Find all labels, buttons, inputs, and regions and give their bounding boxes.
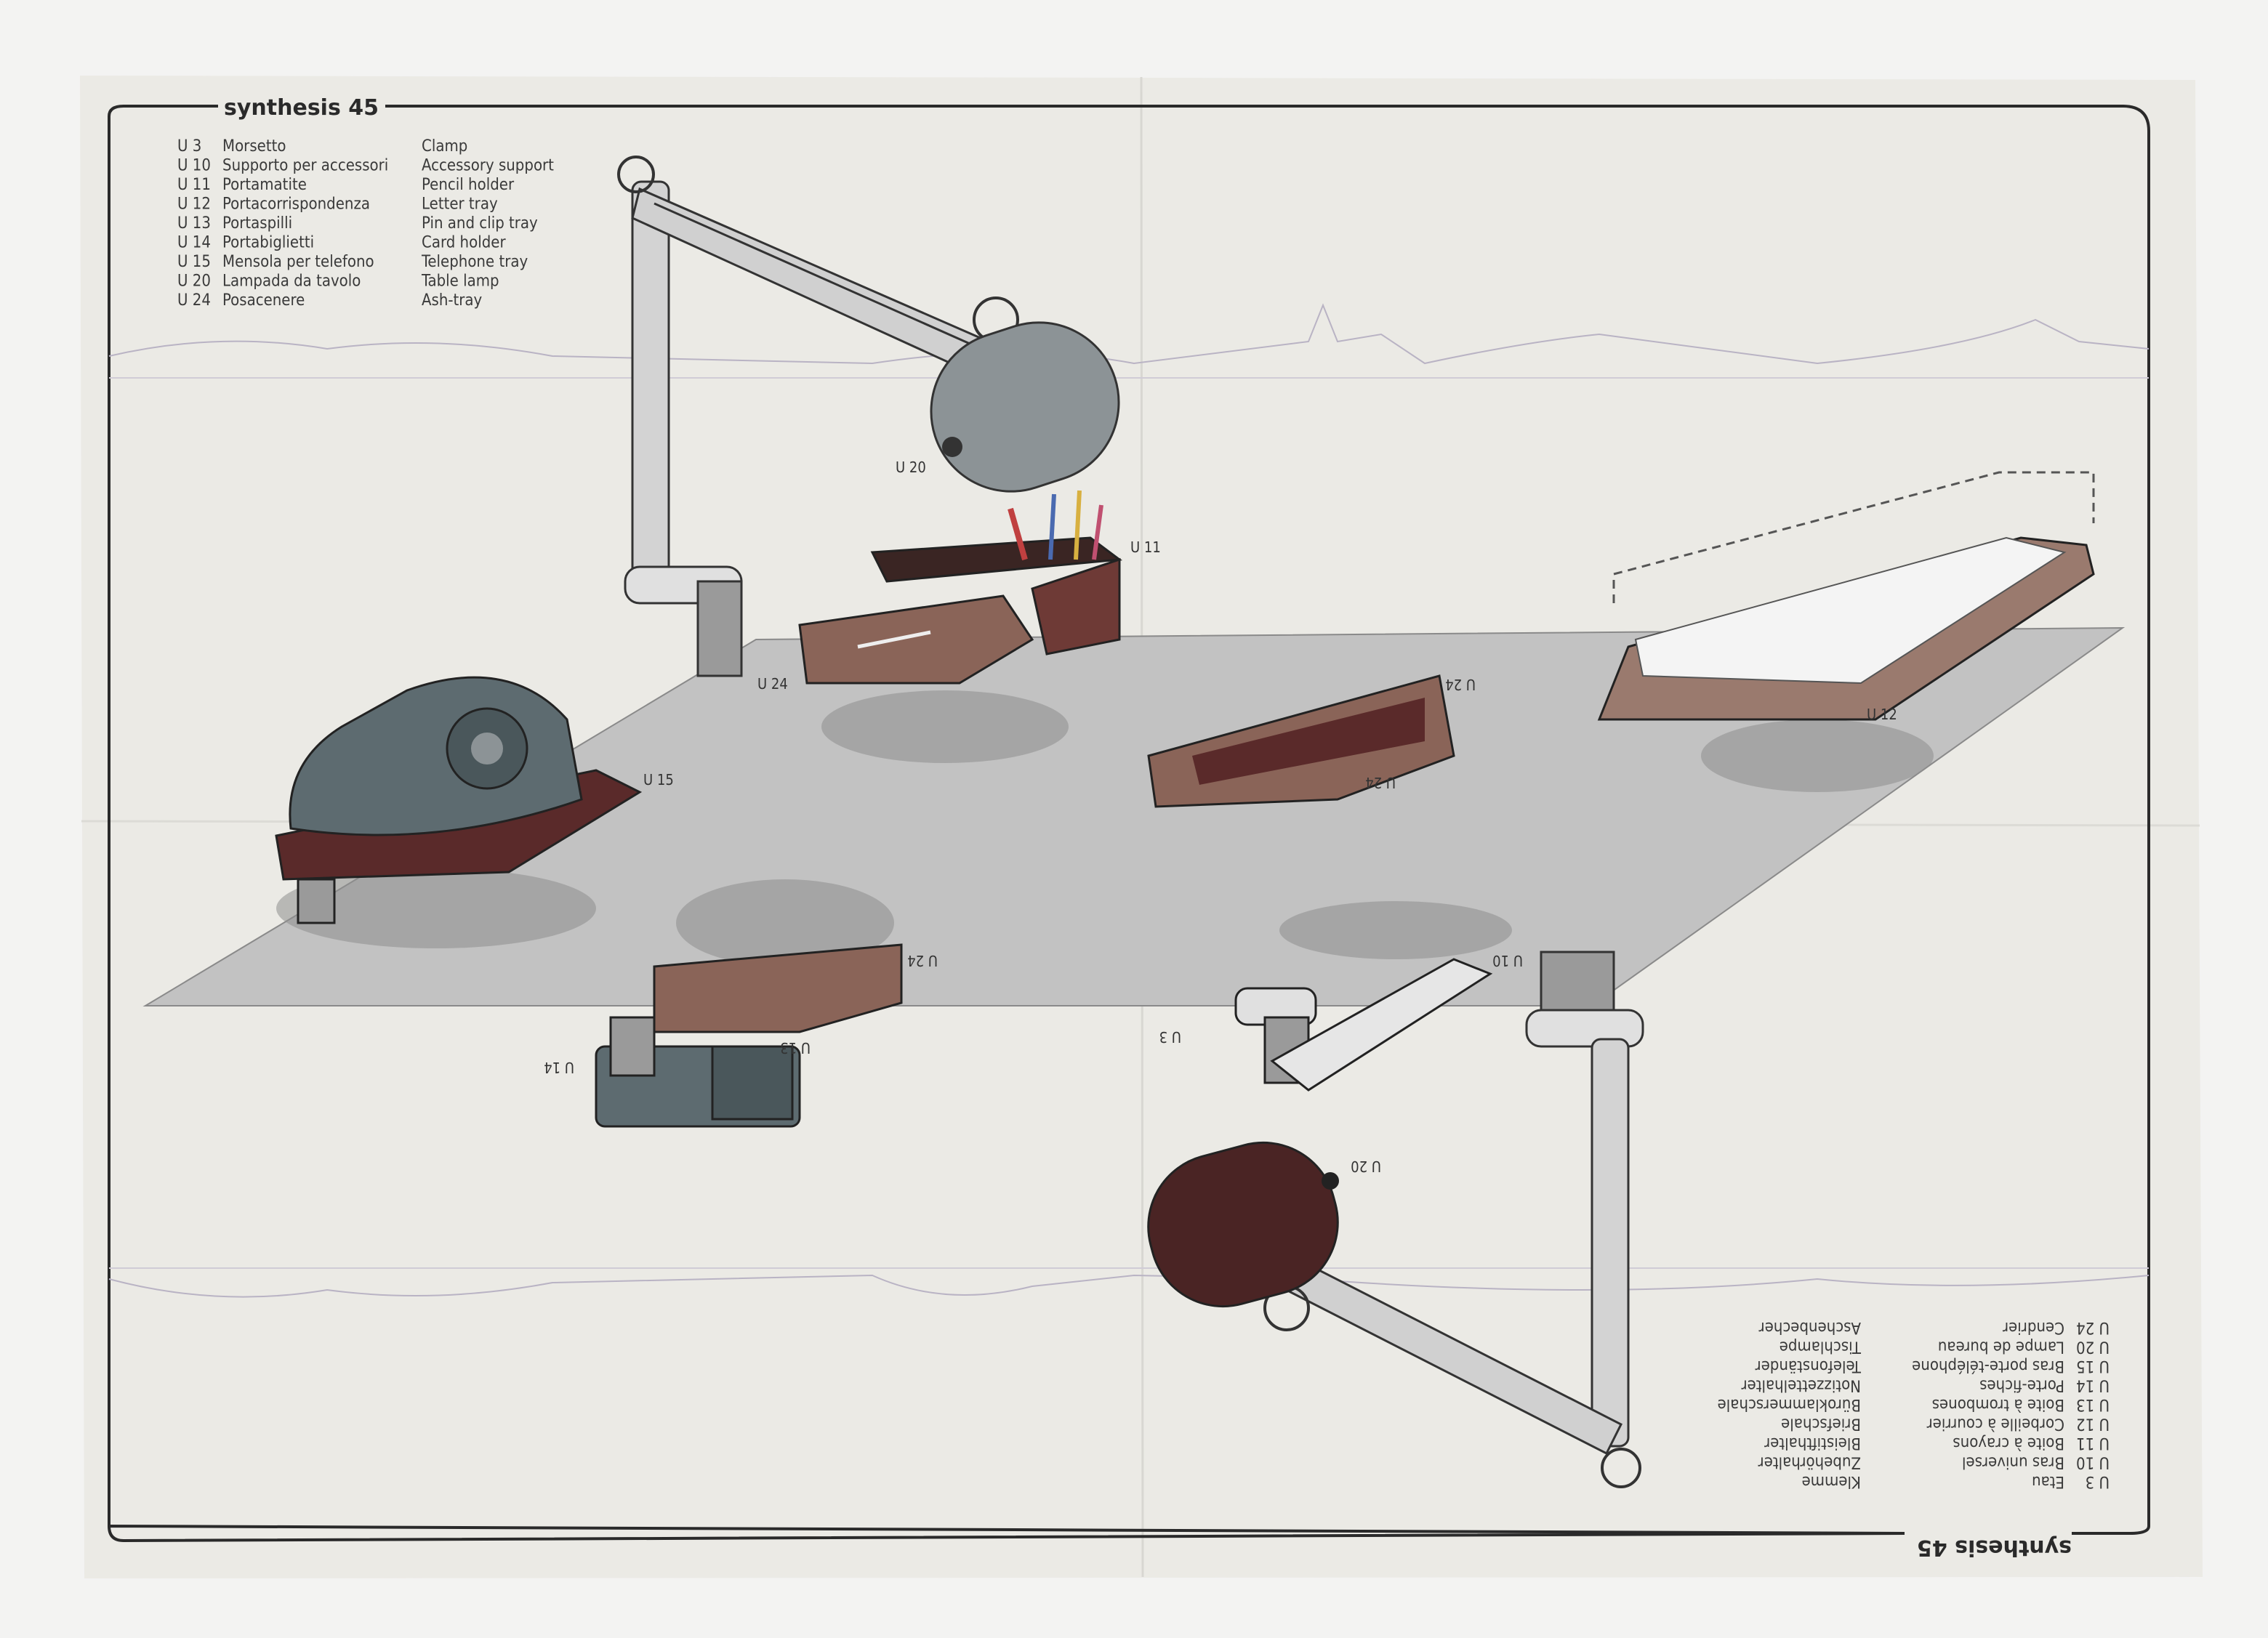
label-card-holder: U 14 xyxy=(544,1059,574,1076)
legend-italian: Portaspilli xyxy=(222,214,292,233)
label-telephone-tray: U 15 xyxy=(643,771,674,788)
legend-italian: Supporto per accessori xyxy=(222,157,388,175)
legend-italian: Portamatite xyxy=(222,176,307,194)
legend-code: U 12 xyxy=(2076,1415,2110,1433)
legend-german: Büroklammerschale xyxy=(1718,1395,1861,1413)
legend-code: U 3 xyxy=(2086,1472,2110,1490)
legend-french: Bras porte-téléphone xyxy=(1912,1357,2064,1375)
label-ashtray-top: U 24 xyxy=(757,675,788,693)
label-clamp: U 3 xyxy=(1159,1028,1181,1046)
telephone-tray xyxy=(275,676,643,924)
clamp-and-accessory-support xyxy=(1234,958,1493,1092)
legend-bottom: U 3 Etau Klemme U 10 Bras universel Zubehörha… xyxy=(1718,1318,2110,1560)
legend-german: Notizzettelhalter xyxy=(1741,1376,1861,1395)
table-lamp-top xyxy=(617,156,1120,677)
legend-code: U 24 xyxy=(177,291,211,310)
legend-code: U 15 xyxy=(2076,1357,2110,1375)
legend-code: U 12 xyxy=(177,195,211,214)
legend-italian: Portabiglietti xyxy=(222,234,314,252)
legend-code: U 11 xyxy=(177,176,211,194)
legend-code: U 15 xyxy=(177,253,211,271)
legend-french: Corbeille à courrier xyxy=(1926,1415,2064,1433)
legend-top: U 3 Morsetto Clamp U 10 Supporto per accesso… xyxy=(177,137,554,310)
legend-german: Aschenbecher xyxy=(1758,1318,1861,1336)
legend-german: Klemme xyxy=(1802,1472,1861,1490)
legend-code: U 20 xyxy=(177,273,211,291)
desk-shadows xyxy=(276,690,1934,967)
label-pin-tray: U 13 xyxy=(780,1039,811,1057)
letter-tray xyxy=(1597,471,2095,721)
label-ashtray-mid-b: U 24 xyxy=(1365,774,1396,791)
legend-english: Card holder xyxy=(422,234,506,252)
label-letter-tray: U 12 xyxy=(1867,706,1897,723)
legend-english: Clamp xyxy=(422,137,467,156)
legend-german: Tischlampe xyxy=(1780,1338,1862,1356)
legend-italian: Morsetto xyxy=(222,137,286,156)
legend-code: U 11 xyxy=(2076,1434,2110,1452)
legend-italian: Mensola per telefono xyxy=(222,253,374,271)
poster-title: synthesis 45 xyxy=(224,95,379,121)
legend-english: Accessory support xyxy=(422,157,554,175)
legend-code: U 10 xyxy=(2076,1453,2110,1472)
legend-code: U 3 xyxy=(177,137,201,156)
legend-italian: Lampada da tavolo xyxy=(222,273,361,291)
label-pencil-holder: U 11 xyxy=(1130,538,1161,556)
legend-code: U 24 xyxy=(2076,1318,2110,1336)
pin-tray-and-card-holder xyxy=(595,943,903,1128)
poster-frame xyxy=(107,105,2150,1543)
legend-french: Boite à trombones xyxy=(1932,1395,2064,1413)
table-lamp-bottom xyxy=(1147,951,1644,1488)
legend-code: U 10 xyxy=(177,157,211,175)
legend-italian: Portacorrispondenza xyxy=(222,195,370,214)
legend-code: U 14 xyxy=(177,234,211,252)
ashtray-top xyxy=(798,594,1034,685)
legend-french: Boite à crayons xyxy=(1953,1434,2064,1452)
legend-code: U 20 xyxy=(2076,1338,2110,1356)
poster-title-inverted: synthesis 45 xyxy=(1917,1535,2072,1560)
label-ashtray-mid-a: U 24 xyxy=(1445,676,1476,693)
legend-english: Ash-tray xyxy=(422,291,483,310)
legend-code: U 13 xyxy=(2076,1395,2110,1413)
horizon-landscape-bottom xyxy=(108,1267,2150,1298)
legend-code: U 14 xyxy=(2076,1376,2110,1395)
legend-french: Cendrier xyxy=(2002,1318,2064,1336)
legend-english: Table lamp xyxy=(421,273,499,291)
legend-english: Pencil holder xyxy=(422,176,515,194)
legend-english: Pin and clip tray xyxy=(422,214,538,233)
legend-italian: Posacenere xyxy=(222,291,305,310)
label-lamp-bottom: U 20 xyxy=(1351,1158,1381,1175)
legend-code: U 13 xyxy=(177,214,211,233)
label-accessory-support: U 10 xyxy=(1492,952,1523,969)
legend-german: Briefschale xyxy=(1781,1415,1861,1433)
legend-german: Telefonständer xyxy=(1755,1357,1862,1375)
label-ashtray-bottom: U 24 xyxy=(907,952,938,969)
legend-english: Letter tray xyxy=(422,195,498,214)
legend-german: Bleistifthalter xyxy=(1764,1434,1861,1452)
legend-french: Lampe de bureau xyxy=(1938,1338,2064,1356)
label-lamp-top: U 20 xyxy=(896,459,926,476)
legend-french: Porte-fiches xyxy=(1979,1376,2064,1395)
legend-french: Etau xyxy=(2032,1472,2064,1490)
legend-german: Zubehörhalter xyxy=(1758,1453,1861,1472)
legend-english: Telephone tray xyxy=(421,253,528,271)
legend-french: Bras universel xyxy=(1962,1453,2064,1472)
ashtray-middle xyxy=(1147,674,1455,808)
pencil-holder xyxy=(870,490,1123,655)
